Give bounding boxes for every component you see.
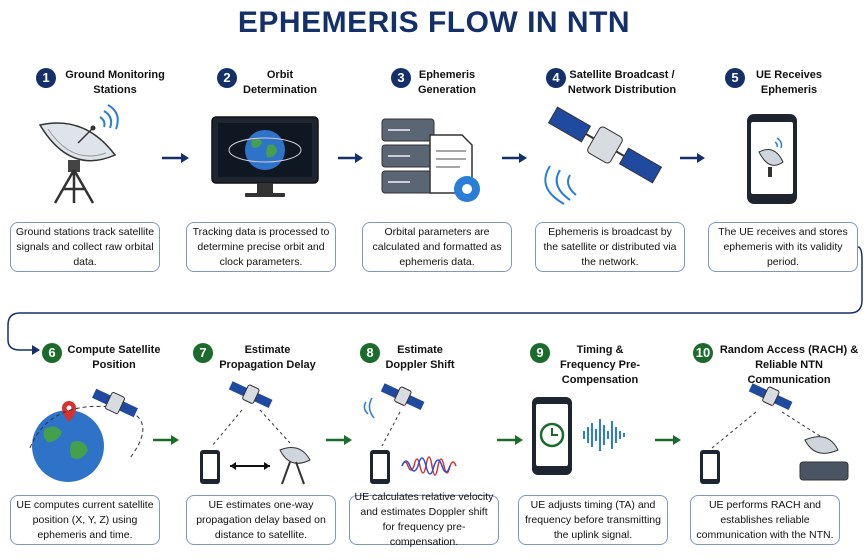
step-8-description-text: UE calculates relative velocity and esti… — [354, 491, 494, 548]
step-10-title: Random Access (RACH) & Reliable NTN Comm… — [719, 344, 859, 386]
step-8-title: Estimate Doppler Shift — [385, 344, 455, 371]
row-connector-icon — [7, 246, 863, 351]
doppler-wave-icon — [363, 383, 457, 484]
step-8-description: UE calculates relative velocity and esti… — [349, 491, 499, 548]
phone-delay-icon — [200, 381, 311, 485]
satellite-broadcast-icon — [544, 106, 663, 205]
arrow-3-4-icon — [502, 153, 527, 163]
step-5-title: UE Receives Ephemeris — [755, 69, 823, 96]
step-4-description: Ephemeris is broadcast by the satellite … — [535, 222, 685, 272]
step-1-number: 1 — [36, 68, 56, 88]
step-10-description: UE performs RACH and establishes reliabl… — [690, 495, 840, 545]
arrow-1-2-icon — [162, 153, 189, 163]
step-3-description: Orbital parameters are calculated and fo… — [362, 222, 512, 272]
page-title: EPHEMERIS FLOW IN NTN — [237, 6, 631, 39]
step-2-title: Orbit Determination — [243, 69, 317, 96]
arrow-4-5-icon — [680, 153, 705, 163]
step-3-description-text: Orbital parameters are calculated and fo… — [372, 225, 502, 268]
row-connector-arrowhead — [32, 345, 40, 355]
step-2-number: 2 — [217, 68, 237, 88]
step-7-number: 7 — [193, 343, 213, 363]
step-1-description-text: Ground stations track satellite signals … — [15, 225, 155, 268]
step-4-number: 4 — [546, 68, 566, 88]
step-5-number: 5 — [725, 68, 745, 88]
step-3-number: 3 — [391, 68, 411, 88]
step-7-description-text: UE estimates one-way propagation delay b… — [196, 498, 326, 541]
step-9-description: UE adjusts timing (TA) and frequency bef… — [518, 495, 668, 545]
arrow-7-8-icon — [326, 435, 352, 445]
arrow-9-10-icon — [655, 435, 681, 445]
step-10-description-text: UE performs RACH and establishes reliabl… — [696, 498, 834, 541]
arrow-2-3-icon — [338, 153, 363, 163]
step-5-description-text: The UE receives and stores ephemeris wit… — [718, 225, 848, 268]
step-8-number: 8 — [360, 343, 380, 363]
step-7-description: UE estimates one-way propagation delay b… — [186, 495, 336, 545]
step-6-description-text: UE computes current satellite position (… — [16, 498, 154, 541]
phone-dish-rach-icon — [700, 383, 849, 484]
smartphone-dish-icon — [747, 114, 797, 204]
step-1-description: Ground stations track satellite signals … — [10, 222, 160, 272]
step-2-description-text: Tracking data is processed to determine … — [192, 225, 330, 268]
step-1-title: Ground Monitoring Stations — [65, 69, 165, 96]
step-9-title: Timing & Frequency Pre-Compensation — [559, 344, 641, 386]
step-6-description: UE computes current satellite position (… — [10, 495, 160, 545]
step-5-description: The UE receives and stores ephemeris wit… — [708, 222, 858, 272]
step-9-description-text: UE adjusts timing (TA) and frequency bef… — [525, 498, 661, 541]
step-4-title: Satellite Broadcast / Network Distributi… — [567, 69, 677, 96]
earth-satellite-icon — [29, 388, 144, 482]
satellite-dish-icon — [38, 104, 119, 204]
step-4-description-text: Ephemeris is broadcast by the satellite … — [543, 225, 677, 268]
step-7-title: Estimate Propagation Delay — [219, 344, 316, 371]
step-6-title: Compute Satellite Position — [67, 344, 161, 371]
step-6-number: 6 — [42, 343, 62, 363]
step-9-number: 9 — [530, 343, 550, 363]
step-10-number: 10 — [693, 343, 713, 363]
phone-clock-wave-icon — [532, 397, 625, 475]
server-document-gear-icon — [381, 118, 480, 202]
step-2-description: Tracking data is processed to determine … — [186, 222, 336, 272]
arrow-8-9-icon — [497, 435, 523, 445]
step-3-title: Ephemeris Generation — [417, 69, 477, 96]
arrow-6-7-icon — [153, 435, 179, 445]
monitor-earth-icon — [211, 116, 319, 197]
